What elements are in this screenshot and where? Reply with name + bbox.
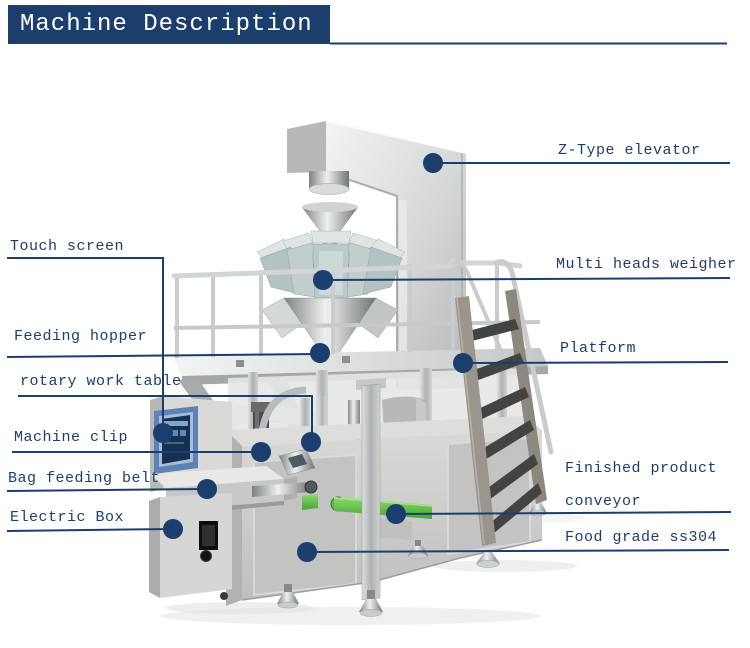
label-z-type-elevator: Z-Type elevator	[558, 142, 701, 159]
label-machine-clip: Machine clip	[14, 429, 129, 446]
title-banner: Machine Description	[8, 5, 330, 44]
label-multi-heads-weigher: Multi heads weigher	[556, 256, 737, 273]
multi-head-weigher-part	[256, 202, 406, 361]
label-platform: Platform	[560, 340, 637, 357]
label-feeding-hopper: Feeding hopper	[14, 328, 148, 345]
page-title: Machine Description	[20, 11, 313, 38]
support-column-part	[356, 378, 386, 601]
feet-part	[277, 540, 428, 617]
label-touch-screen: Touch screen	[10, 238, 125, 255]
callout-dots	[153, 153, 473, 562]
callout-lines	[6, 162, 732, 553]
label-rotary-work-table: rotary work table	[20, 373, 182, 390]
label-food-grade-ss304: Food grade ss304	[565, 529, 718, 546]
label-conveyor: conveyor	[565, 493, 642, 510]
label-bag-feeding-belt: Bag feeding belt	[8, 470, 161, 487]
label-finished-product: Finished product	[565, 460, 718, 477]
electric-box-part	[149, 493, 232, 600]
label-electric-box: Electric Box	[10, 509, 125, 526]
